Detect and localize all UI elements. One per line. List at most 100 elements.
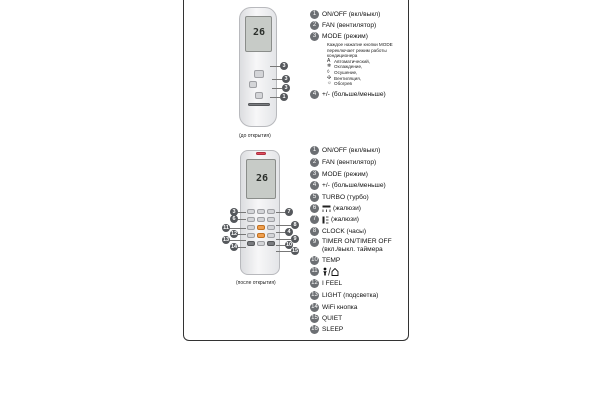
mode-description-line: Каждое нажатие кнопки MODE [327, 42, 393, 47]
person-home-icon [323, 267, 339, 276]
legend-text: TIMER ON/TIMER OFF [322, 238, 392, 245]
leader-line [270, 97, 280, 98]
display-temperature: 26 [253, 27, 266, 38]
callout-badge: 15 [291, 247, 299, 255]
legend-item: 12 I FEEL [310, 279, 342, 288]
legend-item: 11 [310, 267, 340, 276]
display-temperature: 26 [256, 173, 269, 184]
leader-line [236, 234, 246, 235]
callout-badge: 6 [230, 215, 238, 223]
number-badge: 4 [310, 90, 319, 99]
leader-line [276, 239, 291, 240]
keypad-button [257, 225, 265, 230]
legend-item: 5 TURBO (турбо) [310, 193, 369, 202]
mode-item-label: Автоматический, [334, 58, 370, 64]
legend-text: FAN (вентилятор) [322, 159, 377, 166]
mode-item-label: Вентиляция, [334, 75, 361, 81]
callout-badge: 1 [280, 93, 288, 101]
legend-text: TEMP [322, 257, 341, 264]
legend-item: 16 SLEEP [310, 325, 343, 334]
remote-closed-display: 26 [245, 16, 272, 52]
leader-line [236, 212, 246, 213]
number-badge: 11 [310, 267, 319, 276]
legend-text-group: TIMER ON/TIMER OFF (вкл./выкл. таймера [322, 238, 392, 253]
callout-badge: 10 [285, 241, 293, 249]
number-badge: 8 [310, 227, 319, 236]
legend-text: CLOCK (часы) [322, 228, 367, 235]
cool-icon: ❄ [327, 63, 332, 70]
legend-text: +/- (больше/меньше) [322, 182, 386, 189]
number-badge: 13 [310, 291, 319, 300]
legend-item: 8 CLOCK (часы) [310, 227, 366, 236]
fan-icon: ✣ [327, 74, 332, 81]
leader-line [276, 225, 291, 226]
caption-after-opening: (после открытия) [236, 280, 276, 286]
legend-item: 15 QUIET [310, 314, 342, 323]
number-badge: 4 [310, 181, 319, 190]
legend-item: 6 (жалюзи) [310, 204, 361, 213]
leader-line [236, 219, 246, 220]
mode-item-dry: ◊Осушение, [327, 69, 393, 76]
legend-text: I FEEL [322, 280, 343, 287]
remote-closed-onoff-button [255, 92, 263, 99]
legend-item: 1 ON/OFF (вкл/выкл) [310, 146, 380, 155]
mode-item-label: Обогрев [334, 81, 352, 87]
caption-before-opening: (до открытия) [239, 133, 271, 139]
number-badge: 16 [310, 325, 319, 334]
keypad-button [247, 217, 255, 222]
callout-badge: 11 [222, 224, 230, 232]
legend-item: 13 LIGHT (подсветка) [310, 291, 378, 300]
callout-badge: 3 [282, 75, 290, 83]
legend-text: (жалюзи) [331, 216, 359, 223]
remote-closed-mode-button [254, 70, 264, 78]
keypad-button [257, 241, 265, 246]
number-badge: 5 [310, 193, 319, 202]
remote-closed-image: 26 [239, 7, 277, 127]
legend-item: 2 FAN (вентилятор) [310, 21, 376, 30]
leader-line [228, 240, 246, 241]
legend-item: 3 MODE (режим) [310, 32, 368, 41]
remote-open-display: 26 [246, 159, 276, 199]
keypad-button [267, 233, 275, 238]
remote-open-top-indicator [256, 152, 266, 155]
keypad-button [257, 233, 265, 238]
legend-item: 4 +/- (больше/меньше) [310, 181, 386, 190]
keypad-button [267, 225, 275, 230]
keypad-button [247, 233, 255, 238]
legend-text-secondary: (вкл./выкл. таймера [322, 245, 383, 253]
keypad-button [257, 217, 265, 222]
number-badge: 6 [310, 204, 319, 213]
keypad-button [267, 217, 275, 222]
number-badge: 1 [310, 146, 319, 155]
number-badge: 14 [310, 303, 319, 312]
legend-text: +/- (больше/меньше) [322, 91, 386, 98]
leader-line [270, 66, 282, 67]
remote-closed-slider [248, 103, 270, 106]
leader-line [276, 245, 286, 246]
legend-item: 10 TEMP [310, 256, 340, 265]
keypad-button [267, 241, 275, 246]
mode-item-heat: ☼Обогрев [327, 81, 393, 87]
callout-badge: 14 [230, 243, 238, 251]
keypad-button [247, 225, 255, 230]
callout-badge: 3 [282, 84, 290, 92]
legend-text: LIGHT (подсветка) [322, 292, 379, 299]
mode-item-fan: ✣Вентиляция, [327, 74, 393, 82]
remote-open-image: 26 [240, 150, 280, 275]
callout-badge: 4 [285, 228, 293, 236]
callout-badge: 9 [291, 235, 299, 243]
mode-description: Каждое нажатие кнопки MODE переключает р… [327, 42, 393, 87]
remote-closed-fan-button [249, 81, 257, 88]
number-badge: 3 [310, 32, 319, 41]
mode-description-line: переключает режим работы [327, 47, 387, 53]
number-badge: 3 [310, 170, 319, 179]
callout-badge: 3 [230, 208, 238, 216]
number-badge: 2 [310, 21, 319, 30]
keypad-button [257, 209, 265, 214]
keypad-button [267, 209, 275, 214]
number-badge: 12 [310, 279, 319, 288]
leader-line [272, 79, 284, 80]
leader-line [276, 251, 291, 252]
callout-badge: 8 [291, 221, 299, 229]
callout-badge: 7 [285, 208, 293, 216]
